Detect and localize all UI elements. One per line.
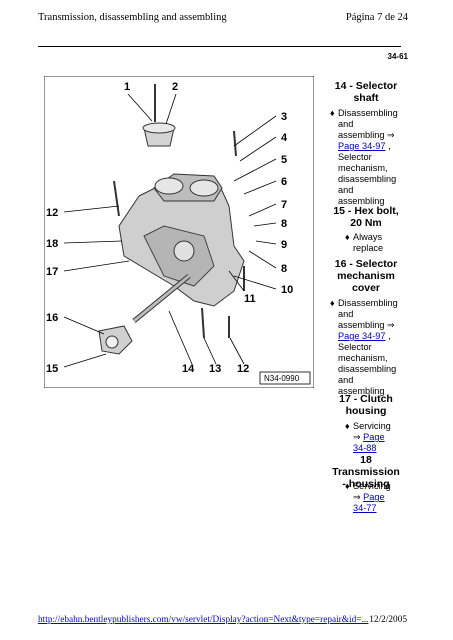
item-17-heading-line2: housing	[345, 405, 387, 417]
text-line: Selector	[338, 342, 372, 352]
callout-2: 2	[172, 81, 178, 93]
exploded-view-figure: 1 2 3 4 5 6 7 8 9 8 10 11 12 13 14 15 16…	[43, 75, 315, 389]
item-15-heading-line1: 15 - Hex bolt,	[333, 205, 399, 217]
callout-7: 7	[281, 199, 287, 211]
callout-3: 3	[281, 111, 287, 123]
arrow-icon: ⇒	[353, 492, 361, 502]
page-link[interactable]: Page	[363, 432, 385, 442]
item-16-heading-line2: mechanism	[337, 270, 395, 282]
text-line: assembling	[338, 386, 385, 396]
item-17-bullet: ♦ Servicing ⇒ Page 34-88	[345, 421, 405, 454]
text-line: and	[338, 309, 354, 319]
text-line: replace	[353, 243, 384, 253]
item-18-bullet: ♦ Servicing ⇒ Page 34-77	[345, 481, 405, 514]
callout-12a: 12	[46, 207, 58, 219]
footer-url-link[interactable]: http://ebahn.bentleypublishers.com/vw/se…	[38, 615, 369, 625]
item-16-heading-line3: cover	[351, 282, 381, 294]
figure-reference: N34-0990	[264, 374, 300, 383]
text-line: and	[338, 119, 354, 129]
page-link[interactable]: 34-88	[353, 443, 377, 453]
text-line: assembling	[338, 196, 385, 206]
item-18-heading: 18 Transmission - housing	[330, 454, 402, 490]
callout-8a: 8	[281, 218, 287, 230]
item-16-heading: 16 - Selector mechanism cover	[330, 258, 402, 294]
callout-17: 17	[46, 266, 58, 278]
arrow-icon: ⇒	[353, 432, 361, 442]
callout-6: 6	[281, 176, 287, 188]
diamond-bullet-icon: ♦	[345, 232, 350, 242]
text-line: assembling	[338, 130, 385, 140]
text-line: Always	[353, 232, 383, 242]
item-14-heading-line2: shaft	[353, 92, 379, 104]
text-line: Servicing	[353, 481, 391, 491]
page-link[interactable]: Page 34-97	[338, 331, 386, 341]
callout-11: 11	[244, 293, 256, 305]
page-link[interactable]: Page 34-97	[338, 141, 386, 151]
callout-15: 15	[46, 363, 58, 375]
text-line: mechanism,	[338, 163, 388, 173]
item-18-heading-line1: 18 Transmission	[332, 454, 400, 478]
page-link[interactable]: Page	[363, 492, 385, 502]
callout-12b: 12	[237, 363, 249, 375]
callout-13: 13	[209, 363, 221, 375]
header-rule	[38, 46, 401, 47]
item-14-heading-line1: 14 - Selector	[334, 80, 398, 92]
item-14-heading: 14 - Selector shaft	[330, 80, 402, 104]
text-line: Selector	[338, 152, 372, 162]
item-15-heading-line2: 20 Nm	[350, 217, 382, 229]
callout-10: 10	[281, 284, 293, 296]
text-line: assembling	[338, 320, 385, 330]
section-number: 34-61	[387, 52, 408, 61]
callout-18: 18	[46, 238, 58, 250]
callout-16: 16	[46, 312, 58, 324]
text-line: disassembling	[338, 364, 397, 374]
callout-8b: 8	[281, 263, 287, 275]
diamond-bullet-icon: ♦	[330, 108, 335, 118]
header-title: Transmission, disassembling and assembli…	[38, 12, 227, 23]
text-line: disassembling	[338, 174, 397, 184]
page-indicator: Página 7 de 24	[345, 12, 408, 23]
diamond-bullet-icon: ♦	[345, 481, 350, 491]
text-line: Servicing	[353, 421, 391, 431]
text-line: and	[338, 185, 354, 195]
arrow-icon: ⇒	[387, 130, 395, 140]
item-18-heading-line2: - housing	[342, 478, 390, 490]
text-line: Disassembling	[338, 298, 398, 308]
page-link[interactable]: 34-77	[353, 503, 377, 513]
callout-9: 9	[281, 239, 287, 251]
callout-14: 14	[182, 363, 195, 375]
callout-1: 1	[124, 81, 130, 93]
item-14-bullet: ♦ Disassembling and assembling ⇒ Page 34…	[330, 108, 403, 207]
item-15-bullet: ♦ Always replace	[345, 232, 405, 254]
item-15-heading: 15 - Hex bolt, 20 Nm	[330, 205, 402, 229]
text-line: mechanism,	[338, 353, 388, 363]
text-line: and	[338, 375, 354, 385]
item-17-heading: 17 - Clutch housing	[330, 393, 402, 417]
callout-4: 4	[281, 132, 288, 144]
transmission-illustration: 1 2 3 4 5 6 7 8 9 8 10 11 12 13 14 15 16…	[43, 75, 315, 389]
diamond-bullet-icon: ♦	[330, 298, 335, 308]
arrow-icon: ⇒	[387, 320, 395, 330]
text-line: Disassembling	[338, 108, 398, 118]
diamond-bullet-icon: ♦	[345, 421, 350, 431]
item-17-heading-line1: 17 - Clutch	[339, 393, 393, 405]
footer-date: 12/2/2005	[369, 615, 407, 625]
item-16-bullet: ♦ Disassembling and assembling ⇒ Page 34…	[330, 298, 403, 397]
item-16-heading-line1: 16 - Selector	[334, 258, 398, 270]
callout-5: 5	[281, 154, 287, 166]
